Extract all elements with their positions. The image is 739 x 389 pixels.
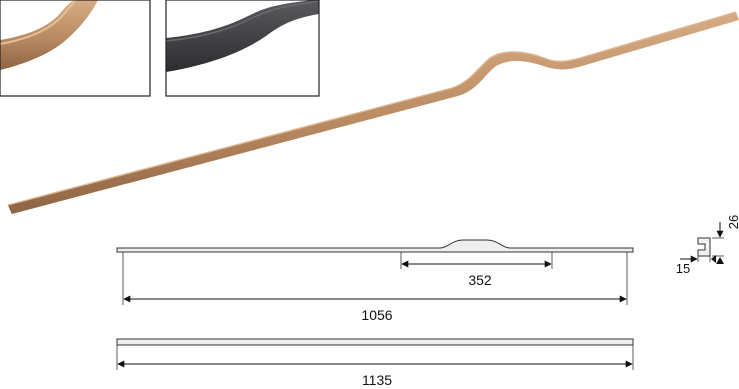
front-view: 352 1056: [116, 239, 634, 323]
handle-bar: [8, 12, 739, 214]
cross-section-view: 26 15: [676, 215, 739, 276]
bronze-profile-closeup: [0, 0, 98, 70]
handle-3d-render: [7, 11, 739, 214]
top-profile: [116, 338, 634, 346]
height-label: 26: [726, 215, 739, 229]
anthracite-profile-closeup: [166, 0, 319, 72]
depth-label: 15: [676, 261, 690, 276]
mount-distance-label: 1056: [361, 307, 392, 323]
total-length-label: 1135: [362, 372, 392, 388]
hole-spacing-label: 352: [468, 272, 492, 288]
front-profile: [116, 239, 634, 253]
swatch-bronze: [0, 0, 151, 97]
cross-section-profile: [697, 237, 711, 257]
swatch-anthracite: [165, 0, 320, 97]
top-view: 1135: [116, 338, 634, 388]
